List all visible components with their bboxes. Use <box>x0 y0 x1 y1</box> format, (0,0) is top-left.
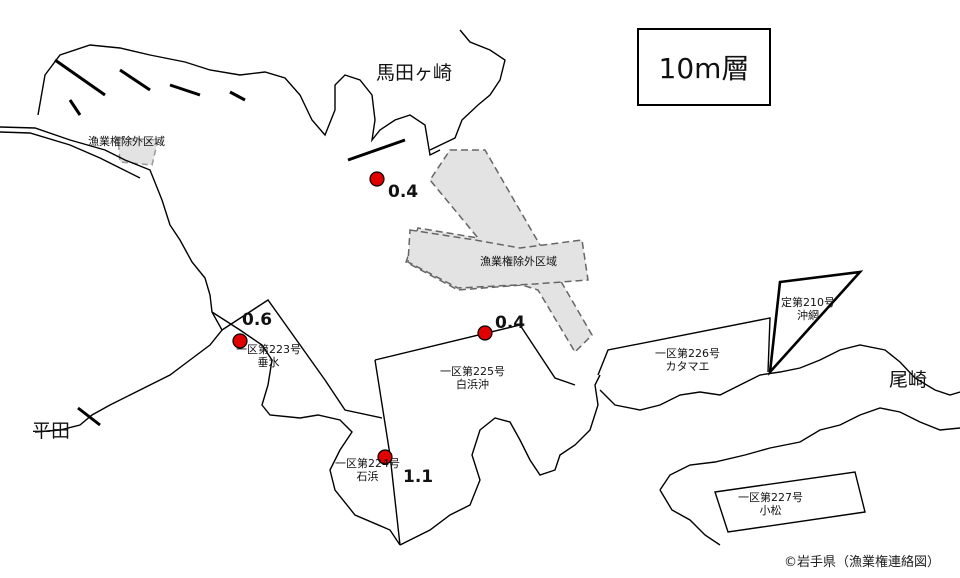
zone-224-name: 一区第224号 <box>335 457 400 470</box>
coastline-south <box>399 374 601 546</box>
zone-223-area: 垂水 <box>257 355 280 369</box>
pier-6 <box>347 138 406 162</box>
zone-boundary-210 <box>768 270 864 376</box>
station-tarumi-value: 0.6 <box>242 310 273 330</box>
place-heita: 平田 <box>32 420 71 442</box>
zone-226-name: 一区第226号 <box>655 347 720 360</box>
harbor-breakwater <box>0 131 141 179</box>
station-north-value: 0.4 <box>388 182 419 202</box>
pier-1 <box>54 58 106 97</box>
zone-boundary-225 <box>374 324 576 386</box>
exclusion-zone-north-shape <box>117 137 159 166</box>
pier-2 <box>68 99 82 116</box>
zone-210-area: 沖網 <box>797 308 819 322</box>
place-umadagasaki: 馬田ヶ崎 <box>376 62 453 84</box>
zone-226-label: 一区第226号 カタマエ <box>655 347 720 373</box>
coastline-northwest <box>37 44 441 157</box>
station-ishihama-value: 1.1 <box>403 467 434 487</box>
zone-225-name: 一区第225号 <box>440 365 505 378</box>
zone-boundary-223 <box>221 299 383 419</box>
zone-227-name: 一区第227号 <box>738 491 803 504</box>
station-tarumi-marker <box>232 333 248 349</box>
zone-224-area: 石浜 <box>356 469 379 483</box>
zone-223-label: 一区第223号 垂水 <box>236 343 301 369</box>
pier-3 <box>119 68 151 92</box>
station-north-marker <box>369 171 385 187</box>
coastline-east <box>599 344 960 411</box>
zone-225-label: 一区第225号 白浜沖 <box>440 365 505 391</box>
map-credit: ©岩手県（漁業権連絡図） <box>783 555 940 570</box>
zone-227-area: 小松 <box>759 503 782 517</box>
zone-210-name: 定第210号 <box>781 296 835 309</box>
coastline-tarumi <box>211 311 401 546</box>
zone-225-area: 白浜沖 <box>456 377 489 391</box>
coastline-west <box>0 126 223 433</box>
exclusion-zone-center-shape <box>407 229 589 289</box>
exclusion-label-north: 漁業権除外区域 <box>88 135 165 148</box>
pier-5 <box>229 90 246 102</box>
coastline-komatsu <box>659 407 960 491</box>
zone-224-label: 一区第224号 石浜 <box>335 457 400 483</box>
place-ozaki: 尾崎 <box>889 369 928 391</box>
zone-226-area: カタマエ <box>665 359 710 373</box>
station-ishihama-marker <box>377 449 393 465</box>
zone-boundary-227 <box>714 471 866 533</box>
zone-210-label: 定第210号 沖網 <box>781 296 835 322</box>
station-center-value: 0.4 <box>495 313 526 333</box>
exclusion-label-center: 漁業権除外区域 <box>480 255 557 268</box>
zone-227-label: 一区第227号 小松 <box>738 491 803 517</box>
depth-layer-label: 10m層 <box>637 28 771 106</box>
pier-4 <box>169 83 201 97</box>
coastline-north-cape <box>429 29 506 151</box>
pier-7 <box>77 406 101 427</box>
station-center-marker <box>477 325 493 341</box>
zone-223-name: 一区第223号 <box>236 343 301 356</box>
coastline-komatsu-south <box>659 489 721 546</box>
zone-boundary-226 <box>597 317 771 376</box>
